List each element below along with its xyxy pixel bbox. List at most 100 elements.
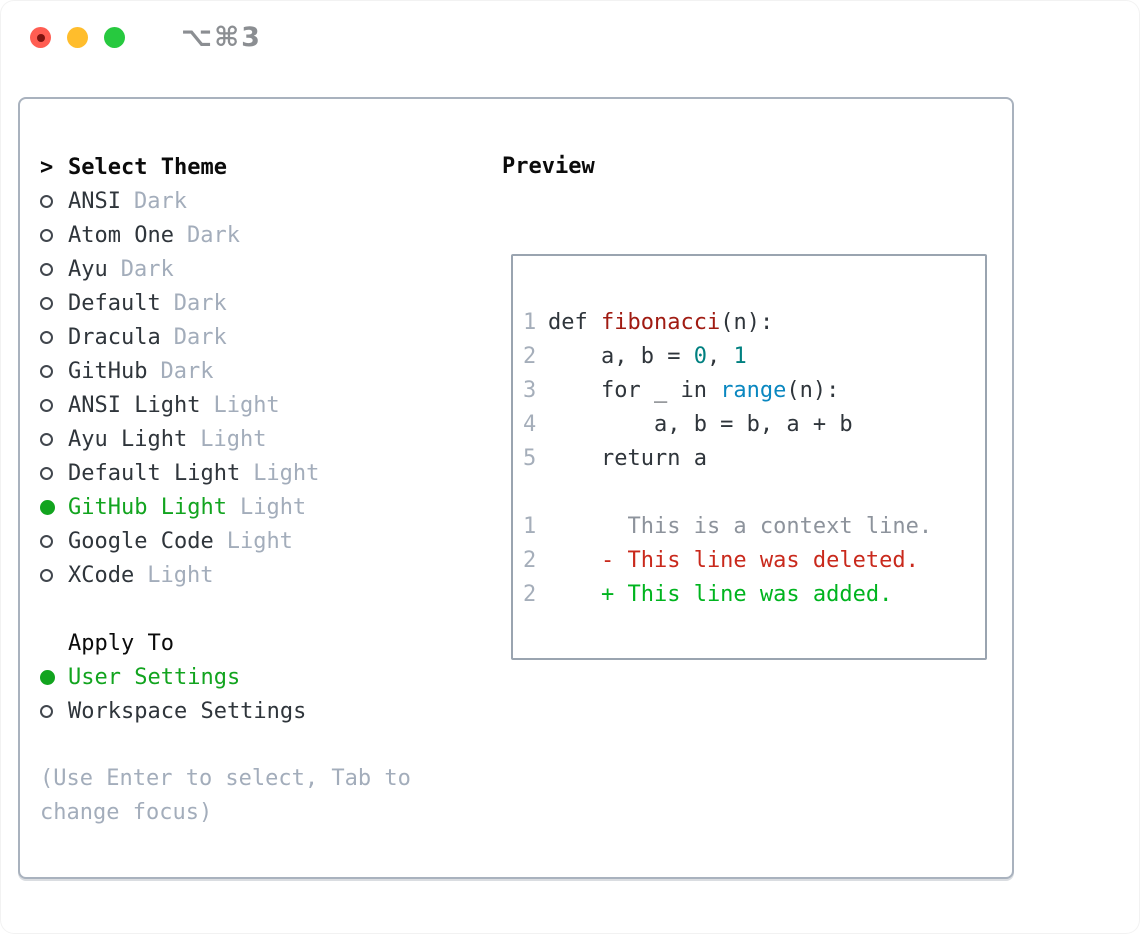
apply-option-workspace-settings[interactable]: Workspace Settings bbox=[40, 694, 490, 728]
blank-line bbox=[523, 476, 985, 510]
theme-name: XCode bbox=[68, 562, 135, 588]
code-token: 1 bbox=[733, 344, 747, 369]
line-number: 2 bbox=[523, 582, 537, 607]
code-line: 2 - This line was deleted. bbox=[523, 544, 985, 578]
code-token: (n): bbox=[786, 378, 840, 403]
theme-variant-label: Light bbox=[226, 528, 293, 554]
theme-option-ayu-dark[interactable]: Ayu Dark bbox=[40, 252, 490, 286]
apply-option-label: Workspace Settings bbox=[68, 698, 307, 724]
theme-option-atom-one-dark[interactable]: Atom One Dark bbox=[40, 218, 490, 252]
close-button[interactable] bbox=[30, 27, 51, 48]
radio-icon bbox=[40, 228, 53, 242]
radio-icon bbox=[40, 432, 53, 446]
line-number: 1 bbox=[523, 514, 537, 539]
radio-selected-icon bbox=[40, 669, 55, 685]
theme-option-google-code-light[interactable]: Google Code Light bbox=[40, 524, 490, 558]
radio-icon bbox=[40, 262, 53, 276]
code-line: 2 a, b = 0, 1 bbox=[523, 340, 985, 374]
theme-variant-label: Light bbox=[239, 494, 307, 520]
theme-name: Google Code bbox=[68, 528, 214, 554]
theme-option-dracula-dark[interactable]: Dracula Dark bbox=[40, 320, 490, 354]
code-line: 3 for _ in range(n): bbox=[523, 374, 985, 408]
code-token: range bbox=[720, 378, 787, 403]
code-token: 0 bbox=[693, 344, 707, 369]
line-number: 4 bbox=[523, 412, 537, 437]
code-line: 1 This is a context line. bbox=[523, 510, 985, 544]
line-number: 5 bbox=[523, 446, 537, 471]
theme-variant-label: Light bbox=[200, 426, 267, 452]
theme-variant-label: Dark bbox=[133, 188, 187, 214]
code-token: fibonacci bbox=[600, 310, 721, 335]
radio-icon bbox=[40, 704, 53, 718]
theme-variant-label: Dark bbox=[173, 324, 227, 350]
code-token: def bbox=[548, 310, 601, 335]
code-token: - This line was deleted. bbox=[548, 548, 919, 573]
theme-name: Ayu bbox=[68, 256, 108, 282]
code-token: for _ in bbox=[548, 378, 721, 403]
radio-selected-icon bbox=[40, 499, 55, 515]
theme-name: Ayu Light bbox=[68, 426, 188, 452]
theme-option-ansi-dark[interactable]: ANSI Dark bbox=[40, 184, 490, 218]
theme-option-default-dark[interactable]: Default Dark bbox=[40, 286, 490, 320]
radio-icon bbox=[40, 568, 53, 582]
hint-text: (Use Enter to select, Tab to change focu… bbox=[40, 766, 411, 825]
radio-icon bbox=[40, 296, 53, 310]
theme-name: Default bbox=[68, 290, 161, 316]
theme-option-github-light-light[interactable]: GitHub Light Light bbox=[40, 490, 490, 524]
window-title: ⌥⌘3 bbox=[181, 22, 262, 53]
apply-option-label: User Settings bbox=[68, 664, 241, 690]
radio-icon bbox=[40, 330, 53, 344]
apply-to-title: Apply To bbox=[68, 630, 174, 656]
code-token: + This line was added. bbox=[548, 582, 893, 607]
theme-variant-label: Light bbox=[213, 392, 280, 418]
radio-icon bbox=[40, 194, 53, 208]
theme-option-xcode-light[interactable]: XCode Light bbox=[40, 558, 490, 592]
radio-icon bbox=[40, 466, 53, 480]
line-number: 3 bbox=[523, 378, 537, 403]
theme-variant-label: Dark bbox=[173, 290, 227, 316]
code-token: return a bbox=[548, 446, 707, 471]
theme-name: Dracula bbox=[68, 324, 161, 350]
radio-icon bbox=[40, 364, 53, 378]
line-number: 2 bbox=[523, 548, 537, 573]
code-token: , bbox=[706, 344, 734, 369]
theme-variant-label: Light bbox=[253, 460, 320, 486]
code-token: (n): bbox=[720, 310, 774, 335]
radio-icon bbox=[40, 534, 53, 548]
theme-name: ANSI bbox=[68, 188, 121, 214]
theme-option-ayu-light-light[interactable]: Ayu Light Light bbox=[40, 422, 490, 456]
code-token: a, b = b, a + b bbox=[548, 412, 853, 437]
select-theme-title: Select Theme bbox=[68, 154, 227, 180]
theme-name: Atom One bbox=[68, 222, 174, 248]
code-line: 5 return a bbox=[523, 442, 985, 476]
unsaved-dot-icon bbox=[36, 33, 45, 42]
theme-variant-label: Dark bbox=[186, 222, 240, 248]
prompt-icon: > bbox=[40, 154, 54, 180]
line-number: 2 bbox=[523, 344, 537, 369]
preview-header: Preview bbox=[502, 154, 595, 179]
theme-name: GitHub Light bbox=[68, 494, 227, 520]
minimize-button[interactable] bbox=[67, 27, 88, 48]
apply-option-user-settings[interactable]: User Settings bbox=[40, 660, 490, 694]
code-line: 4 a, b = b, a + b bbox=[523, 408, 985, 442]
theme-variant-label: Dark bbox=[160, 358, 214, 384]
select-theme-header: > Select Theme bbox=[40, 150, 490, 184]
apply-to-header: Apply To bbox=[40, 626, 490, 660]
code-line: 2 + This line was added. bbox=[523, 578, 985, 612]
zoom-button[interactable] bbox=[104, 27, 125, 48]
radio-icon bbox=[40, 398, 53, 412]
titlebar: ⌥⌘3 bbox=[0, 0, 1140, 75]
theme-variant-label: Dark bbox=[120, 256, 174, 282]
theme-variant-label: Light bbox=[147, 562, 214, 588]
code-token: This is a context line. bbox=[548, 514, 933, 539]
